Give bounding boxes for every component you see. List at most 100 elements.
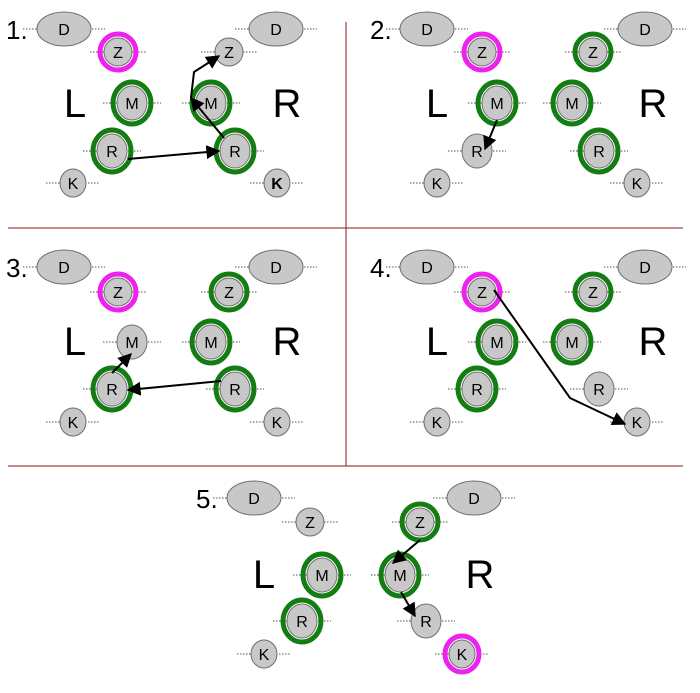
node-shape: [263, 407, 291, 437]
node-right-r: R: [206, 365, 264, 413]
node-label: R: [106, 144, 118, 161]
node-right-m: M: [182, 79, 240, 127]
node-left-z: Z: [282, 507, 338, 537]
node-right-m: M: [182, 318, 240, 366]
node-right-k: K: [250, 407, 304, 437]
node-label: Z: [477, 285, 487, 302]
node-label: Z: [588, 45, 598, 62]
node-label: K: [271, 176, 283, 193]
node-label: K: [272, 415, 283, 432]
node-left-m: M: [103, 324, 161, 360]
node-shape: [583, 133, 615, 169]
node-label: M: [490, 335, 503, 352]
node-label: Z: [113, 285, 123, 302]
node-left-d: D: [386, 249, 468, 285]
magenta-ring: [442, 633, 482, 675]
node-label: M: [565, 335, 578, 352]
node-right-k: K: [610, 168, 664, 198]
node-shape: [36, 11, 92, 47]
node-label: R: [420, 614, 432, 631]
node-label: Z: [224, 285, 234, 302]
node-left-z: Z: [454, 271, 510, 313]
node-label: D: [639, 22, 651, 39]
node-left-z: Z: [90, 31, 146, 73]
node-label: D: [248, 491, 260, 508]
node-left-k: K: [46, 168, 100, 198]
side-label-right: R: [273, 320, 302, 364]
node-shape: [556, 324, 588, 360]
node-left-d: D: [213, 480, 295, 516]
node-left-r: R: [448, 365, 506, 413]
node-shape: [578, 37, 608, 67]
node-shape: [399, 249, 455, 285]
node-shape: [195, 324, 227, 360]
node-label: R: [593, 382, 605, 399]
node-right-r: R: [570, 371, 628, 407]
node-left-k: K: [410, 407, 464, 437]
node-label: Z: [305, 515, 315, 532]
green-ring: [550, 318, 594, 366]
node-right-r: R: [397, 603, 455, 639]
node-label: D: [58, 260, 70, 277]
arrow: [127, 145, 221, 160]
node-shape: [410, 603, 442, 639]
arrow: [190, 55, 221, 99]
node-right-z: Z: [565, 271, 621, 313]
node-shape: [556, 85, 588, 121]
node-label: M: [315, 568, 328, 585]
node-shape: [617, 249, 673, 285]
node-right-d: D: [604, 249, 686, 285]
node-shape: [446, 480, 502, 516]
node-label: K: [632, 176, 643, 193]
node-label: M: [204, 96, 217, 113]
node-label: R: [296, 614, 308, 631]
node-right-d: D: [604, 11, 686, 47]
node-label: M: [204, 335, 217, 352]
arrow: [111, 353, 132, 374]
node-left-d: D: [23, 11, 105, 47]
green-ring: [213, 365, 257, 413]
node-right-k: K: [610, 407, 664, 437]
green-ring: [572, 31, 614, 73]
node-left-k: K: [410, 168, 464, 198]
node-shape: [399, 11, 455, 47]
node-right-z: Z: [565, 31, 621, 73]
side-label-right: R: [273, 82, 302, 126]
node-right-d: D: [235, 249, 317, 285]
arrow: [126, 380, 222, 396]
node-label: K: [432, 415, 443, 432]
node-right-m: M: [543, 318, 601, 366]
node-label: Z: [224, 45, 234, 62]
node-left-z: Z: [454, 31, 510, 73]
node-shape: [96, 133, 128, 169]
node-left-d: D: [386, 11, 468, 47]
green-ring: [90, 127, 134, 175]
node-label: K: [432, 176, 443, 193]
node-label: R: [471, 382, 483, 399]
node-shape: [467, 37, 497, 67]
node-left-r: R: [83, 127, 141, 175]
node-shape: [578, 277, 608, 307]
node-label: Z: [477, 45, 487, 62]
magenta-ring: [97, 31, 139, 73]
node-shape: [481, 324, 513, 360]
node-shape: [617, 11, 673, 47]
node-left-m: M: [468, 318, 526, 366]
node-left-m: M: [103, 79, 161, 127]
node-label: D: [639, 260, 651, 277]
green-ring: [280, 597, 324, 645]
node-shape: [405, 507, 435, 537]
node-label: D: [468, 491, 480, 508]
node-label: Z: [113, 45, 123, 62]
node-right-k: K: [435, 633, 489, 675]
node-label: R: [593, 144, 605, 161]
node-label: K: [259, 647, 270, 664]
node-label: M: [393, 568, 406, 585]
node-shape: [103, 277, 133, 307]
arrow: [400, 591, 416, 618]
green-ring: [208, 271, 250, 313]
node-shape: [250, 639, 278, 669]
green-ring: [300, 551, 344, 599]
